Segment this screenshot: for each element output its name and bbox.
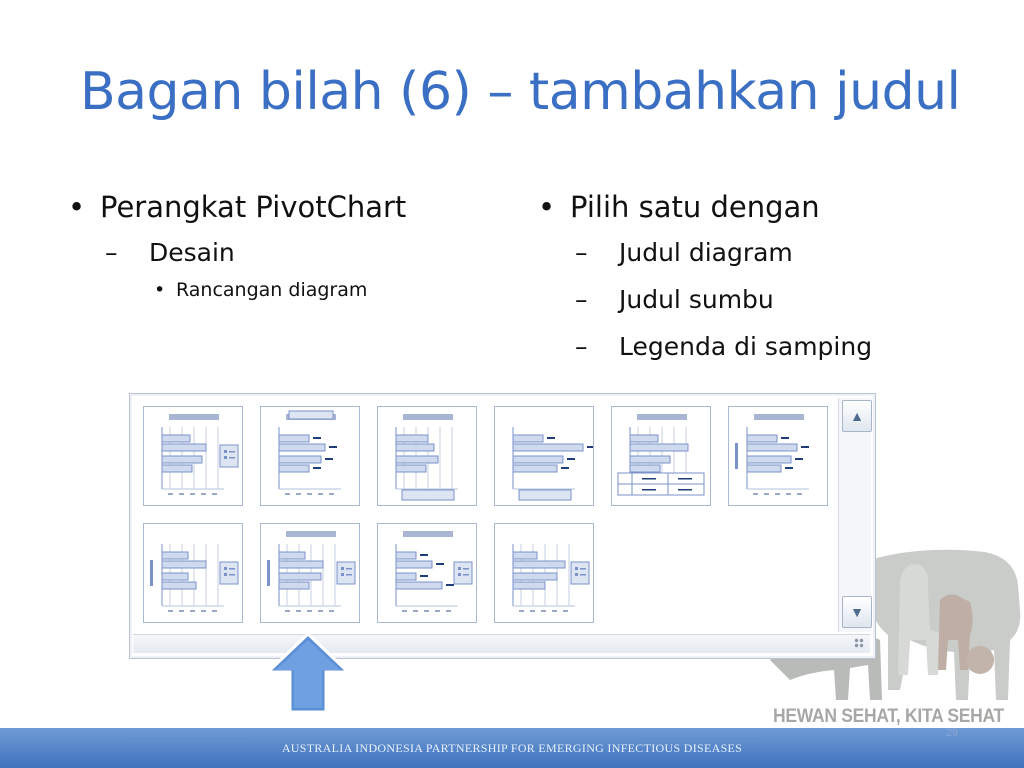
chart-layout-1-icon[interactable]: [143, 406, 243, 506]
scroll-up-button[interactable]: ▲: [842, 400, 872, 432]
bullet-pilih-satu: Pilih satu dengan: [530, 190, 1010, 224]
subsub-bullet-rancangan: Rancangan diagram: [150, 279, 500, 301]
sub-bullet-judul-sumbu: –Judul sumbu: [575, 285, 774, 314]
chart-layout-2-icon[interactable]: [260, 406, 360, 506]
left-column: Perangkat PivotChart –Desain Rancangan d…: [60, 190, 500, 301]
chart-layout-7-icon[interactable]: [143, 523, 243, 623]
slide-title: Bagan bilah (6) – tambahkan judul: [80, 62, 961, 122]
animals-logo-icon: [770, 549, 1021, 700]
bullet-perangkat-pivotchart: Perangkat PivotChart: [60, 190, 500, 224]
chart-layout-8-icon[interactable]: [260, 523, 360, 623]
scroll-down-button[interactable]: ▼: [842, 596, 872, 628]
sub-bullet-judul-diagram: –Judul diagram: [575, 238, 793, 267]
chart-layout-5-icon[interactable]: [611, 406, 711, 506]
gallery-scrollbar[interactable]: ▲ ▼: [838, 398, 872, 632]
chart-layout-9-icon[interactable]: [377, 523, 477, 623]
chart-layout-6-icon[interactable]: [728, 406, 828, 506]
sub-bullet-desain: –Desain: [105, 238, 235, 267]
footer-bar: AUSTRALIA INDONESIA PARTNERSHIP FOR EMER…: [0, 728, 1024, 768]
right-column: Pilih satu dengan –Judul diagram –Judul …: [530, 190, 1010, 379]
up-arrow-icon: [264, 631, 352, 714]
chart-layout-10-icon[interactable]: [494, 523, 594, 623]
footer-text: AUSTRALIA INDONESIA PARTNERSHIP FOR EMER…: [281, 741, 743, 755]
logo-text: HEWAN SEHAT, KITA SEHAT: [773, 706, 1004, 727]
sub-bullet-legenda: –Legenda di samping: [575, 332, 873, 361]
page-number: 29: [946, 727, 959, 739]
gallery-resize-bar[interactable]: [133, 634, 870, 653]
chart-layout-4-icon[interactable]: [494, 406, 594, 506]
chart-layout-3-icon[interactable]: [377, 406, 477, 506]
resize-grip-icon[interactable]: [854, 638, 864, 648]
